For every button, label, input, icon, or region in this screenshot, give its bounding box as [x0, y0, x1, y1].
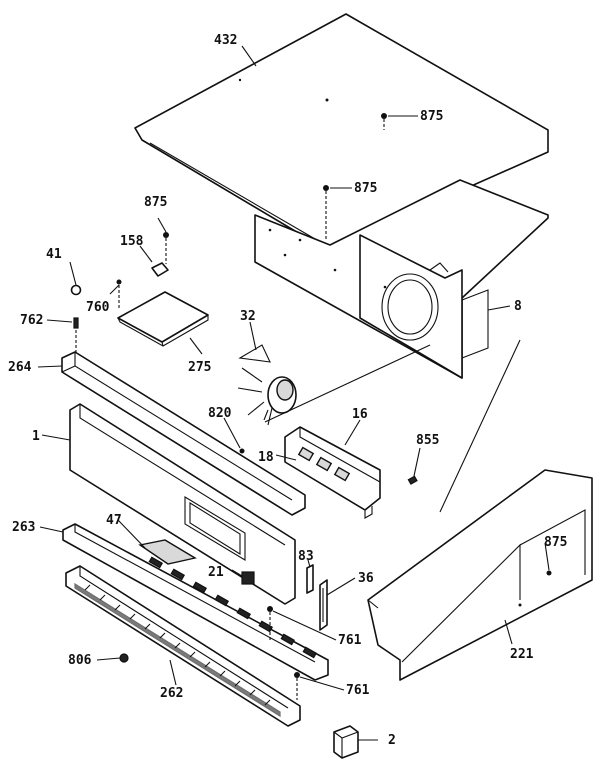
callout-41: 41 — [46, 247, 62, 262]
callout-762: 762 — [20, 313, 43, 328]
callout-36: 36 — [358, 571, 374, 586]
part-83 — [306, 564, 314, 594]
callout-16: 16 — [352, 407, 368, 422]
callout-labels: 432 875 875 875 158 41 760 762 275 32 26… — [8, 33, 567, 748]
callout-855: 855 — [416, 433, 439, 448]
callout-262: 262 — [160, 686, 183, 701]
part-switch — [241, 571, 255, 585]
callout-8: 8 — [514, 299, 522, 314]
screw-875-top — [381, 113, 387, 119]
callout-18: 18 — [258, 450, 274, 465]
callout-760: 760 — [86, 300, 110, 315]
callout-432: 432 — [214, 33, 237, 48]
screw-875-upper-left — [163, 232, 169, 238]
callout-875: 875 — [144, 195, 167, 210]
callout-221: 221 — [510, 647, 534, 662]
fasteners — [70, 113, 418, 678]
screw-875-mid — [323, 185, 329, 191]
callout-806: 806 — [68, 653, 92, 668]
part-bracket-plate — [117, 291, 209, 347]
screw-762 — [73, 317, 79, 329]
part-vent-grille — [65, 565, 301, 727]
part-control-board — [284, 426, 381, 519]
callout-820: 820 — [208, 406, 232, 421]
grille-slots — [84, 584, 271, 706]
screw-761b — [294, 672, 300, 678]
callout-2: 2 — [388, 733, 396, 748]
leader-lines — [37, 45, 550, 741]
callout-47: 47 — [106, 513, 122, 528]
callout-263: 263 — [12, 520, 35, 535]
part-fan-motor — [237, 344, 297, 426]
callout-21: 21 — [208, 565, 224, 580]
button-row — [148, 556, 318, 659]
callout-875: 875 — [420, 109, 443, 124]
screw-855 — [407, 475, 418, 485]
callout-875: 875 — [544, 535, 567, 550]
screw-761a — [267, 606, 273, 612]
callout-875: 875 — [354, 181, 377, 196]
part-2 — [333, 725, 359, 759]
callout-761: 761 — [338, 633, 362, 648]
part-back-frame — [254, 179, 549, 379]
screw-820 — [239, 448, 245, 454]
part-side-bracket — [367, 469, 593, 681]
part-vertical-strip — [319, 579, 328, 631]
guide-lines — [75, 119, 521, 700]
screw-760 — [116, 279, 122, 285]
callout-83: 83 — [298, 549, 314, 564]
part-control-housing — [62, 523, 329, 681]
screw-806 — [119, 653, 129, 663]
screw-41 — [70, 284, 82, 296]
callout-158: 158 — [120, 234, 144, 249]
callout-264: 264 — [8, 360, 32, 375]
part-clip — [151, 262, 169, 277]
part-control-panel — [69, 403, 296, 605]
callout-1: 1 — [32, 429, 40, 444]
callout-275: 275 — [188, 360, 211, 375]
part-trim-bar — [61, 351, 306, 516]
callout-32: 32 — [240, 309, 256, 324]
callout-761: 761 — [346, 683, 370, 698]
